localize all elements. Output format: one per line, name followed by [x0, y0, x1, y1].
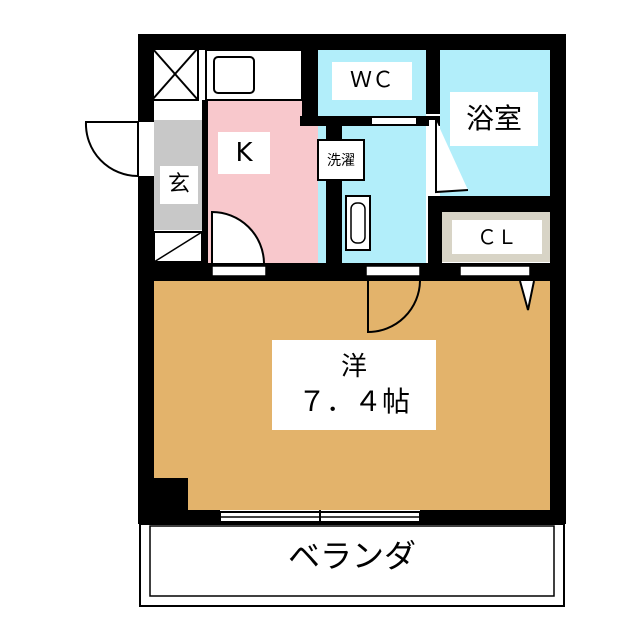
western-room-label: 洋 ７．４帖: [272, 340, 436, 430]
closet-label: ＣＬ: [452, 220, 542, 254]
western-room-type: 洋: [340, 352, 367, 382]
veranda-outline: [139, 523, 565, 607]
bath-label: 浴室: [450, 92, 538, 146]
closet-door-marker: [519, 280, 535, 311]
western-room-size: ７．４帖: [297, 385, 410, 418]
western-door-swing: [367, 280, 421, 334]
sink-icon: [213, 56, 255, 94]
pillar: [154, 478, 188, 512]
laundry-label: 洗濯: [319, 146, 363, 176]
entrance-label: 玄: [160, 166, 198, 204]
bath-door-swing: [435, 120, 469, 194]
entrance-door-swing: [84, 121, 139, 177]
door-gaps: [212, 118, 530, 276]
outer-walls: [138, 34, 566, 524]
kitchen-label: K: [218, 132, 270, 174]
veranda-label: ベランダ: [287, 537, 416, 575]
kitchen-door-swing: [211, 210, 265, 264]
wc-label: ＷＣ: [332, 62, 412, 100]
